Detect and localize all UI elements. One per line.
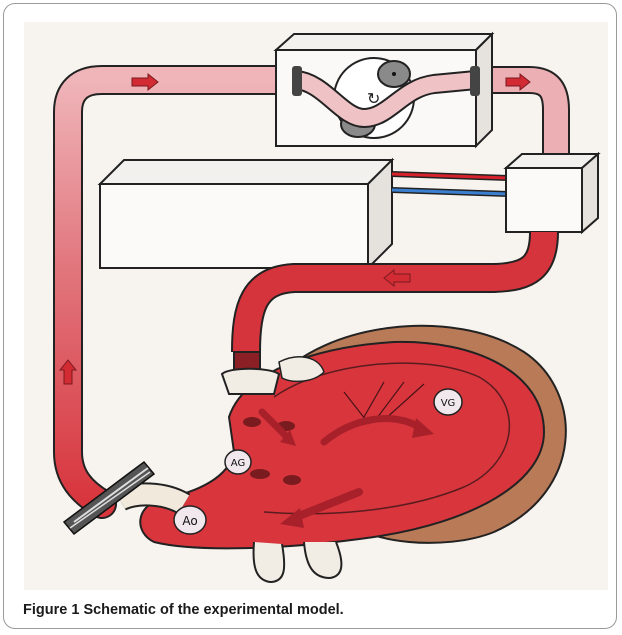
roller-pump: ↻ (276, 34, 492, 146)
figure-caption-label: Figure 1 (23, 602, 79, 618)
heater-unit (100, 160, 392, 268)
figure-caption-text: Schematic of the experimental model. (83, 602, 343, 618)
figure-illustration: ↻ (24, 22, 608, 590)
label-left-atrium: AG (225, 450, 251, 474)
label-left-ventricle: VG (434, 389, 462, 415)
aorta-label: Ao (182, 514, 197, 528)
left-atrium-label: AG (231, 458, 245, 469)
label-aorta: Ao (174, 506, 206, 534)
figure-frame: ↻ (3, 3, 617, 629)
oxygenator (506, 154, 598, 232)
left-ventricle-label: VG (441, 398, 456, 409)
figure-caption: Figure 1 Schematic of the experimental m… (23, 602, 613, 626)
